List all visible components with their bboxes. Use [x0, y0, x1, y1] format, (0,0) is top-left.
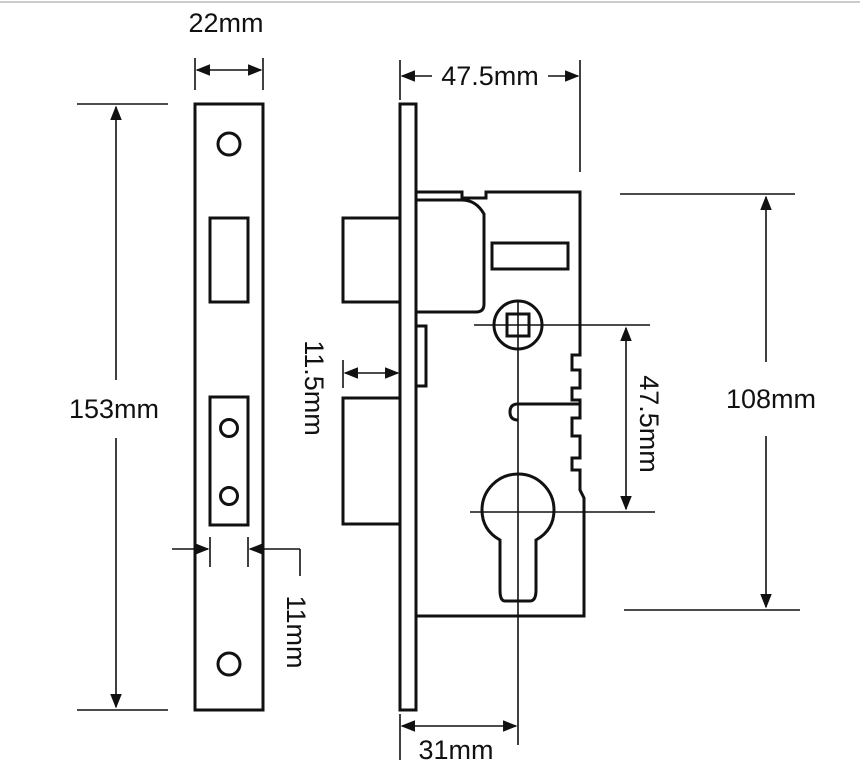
forend-plate	[398, 102, 418, 712]
label-22mm: 22mm	[188, 8, 263, 38]
dim-faceplate-width: 22mm	[188, 8, 264, 90]
dead-bolt	[341, 396, 405, 526]
dim-faceplate-height: 153mm	[69, 103, 168, 711]
keep-screw-hole-upper	[219, 418, 239, 438]
label-11mm: 11mm	[281, 595, 311, 668]
latch-tail	[416, 198, 486, 314]
label-47-5mm-vertical: 47.5mm	[634, 375, 664, 473]
lock-body	[341, 102, 586, 712]
label-31mm: 31mm	[418, 735, 493, 765]
case-slot	[490, 241, 570, 271]
dim-lock-height: 108mm	[620, 193, 816, 611]
dim-backset: 31mm	[399, 714, 518, 765]
lever-slot	[508, 402, 580, 422]
bottom-screw-hole	[216, 651, 242, 677]
latch-keep-slot	[208, 216, 250, 304]
top-screw-hole	[216, 131, 242, 157]
label-108mm: 108mm	[726, 384, 816, 414]
keep-screw-hole-lower	[219, 486, 239, 506]
dim-center-distance: 47.5mm	[620, 326, 664, 511]
dim-case-depth: 47.5mm	[399, 60, 581, 172]
center-lines	[470, 300, 655, 745]
latch-bolt	[341, 216, 405, 304]
dim-latch-projection: 11.5mm	[299, 340, 400, 436]
label-47-5mm-top: 47.5mm	[441, 61, 539, 91]
label-11-5mm: 11.5mm	[299, 340, 329, 436]
dim-keep-width: 11mm	[172, 537, 311, 669]
forend-insert	[414, 324, 428, 388]
label-153mm: 153mm	[69, 394, 159, 424]
strike-plate	[193, 102, 265, 712]
